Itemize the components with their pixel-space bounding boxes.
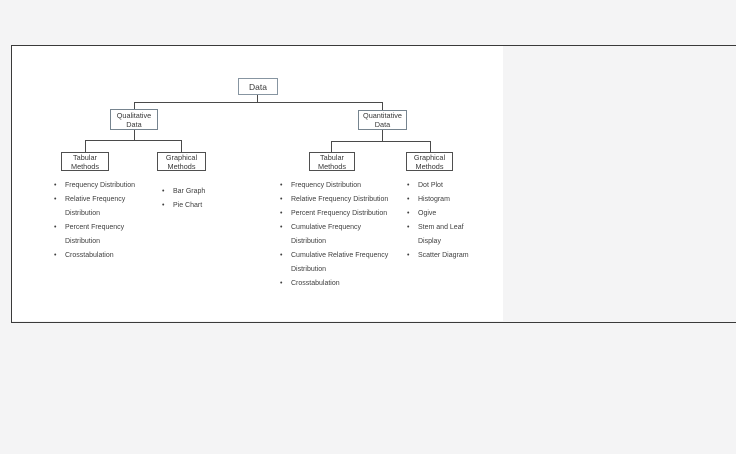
bullet-icon: • bbox=[54, 224, 57, 231]
node-graphical-methods-quantitative: Graphical Methods bbox=[406, 152, 453, 171]
list-item-label: Relative Frequency Distribution bbox=[65, 196, 126, 217]
connector-line bbox=[331, 141, 431, 142]
list-item-label: Frequency Distribution bbox=[65, 182, 136, 189]
connector-line bbox=[85, 140, 182, 141]
bullet-icon: • bbox=[407, 196, 410, 203]
bullet-icon: • bbox=[280, 182, 283, 189]
connector-line bbox=[134, 102, 135, 109]
list-item-label: Scatter Diagram bbox=[418, 252, 469, 259]
node-tabular-methods-quantitative-label: Tabular Methods bbox=[318, 152, 346, 171]
bullet-icon: • bbox=[54, 252, 57, 259]
list-item: • Ogive bbox=[407, 207, 475, 221]
bullet-icon: • bbox=[407, 182, 410, 189]
list-item: • Crosstabulation bbox=[280, 277, 396, 291]
list-item-label: Percent Frequency Distribution bbox=[291, 210, 388, 217]
node-tabular-methods-qualitative: Tabular Methods bbox=[61, 152, 109, 171]
list-item: • Bar Graph bbox=[162, 185, 233, 199]
bullet-icon: • bbox=[407, 224, 410, 231]
connector-line bbox=[134, 130, 135, 140]
list-item: • Relative Frequency Distribution bbox=[280, 193, 396, 207]
list-item: • Pie Chart bbox=[162, 199, 233, 213]
bullet-icon: • bbox=[280, 280, 283, 287]
list-item: • Relative Frequency Distribution bbox=[54, 193, 143, 221]
list-item: • Crosstabulation bbox=[54, 249, 143, 263]
node-qualitative-data: Qualitative Data bbox=[110, 109, 158, 130]
list-item: • Cumulative Relative Frequency Distribu… bbox=[280, 249, 396, 277]
list-item-label: Crosstabulation bbox=[65, 252, 114, 259]
connector-line bbox=[382, 102, 383, 110]
connector-line bbox=[134, 102, 383, 103]
list-item-label: Percent Frequency Distribution bbox=[65, 224, 125, 245]
list-item-label: Frequency Distribution bbox=[291, 182, 362, 189]
connector-line bbox=[181, 140, 182, 152]
list-item: • Scatter Diagram bbox=[407, 249, 475, 263]
bullet-icon: • bbox=[407, 210, 410, 217]
bullet-icon: • bbox=[162, 202, 165, 209]
connector-line bbox=[257, 95, 258, 102]
bullet-icon: • bbox=[54, 182, 57, 189]
node-tabular-methods-qualitative-label: Tabular Methods bbox=[71, 152, 99, 171]
list-item: • Percent Frequency Distribution bbox=[280, 207, 396, 221]
connector-line bbox=[85, 140, 86, 152]
list-item: • Dot Plot bbox=[407, 179, 475, 193]
list-quantitative-graphical: • Dot Plot • Histogram • Ogive • Stem an… bbox=[407, 179, 475, 263]
node-data-label: Data bbox=[249, 81, 267, 92]
bullet-icon: • bbox=[280, 224, 283, 231]
list-item: • Histogram bbox=[407, 193, 475, 207]
list-item-label: Dot Plot bbox=[418, 182, 443, 189]
slide: Data Qualitative Data Quantitative Data … bbox=[12, 46, 503, 321]
bullet-icon: • bbox=[280, 210, 283, 217]
bullet-icon: • bbox=[280, 196, 283, 203]
list-item-label: Cumulative Relative Frequency Distributi… bbox=[291, 252, 389, 273]
list-item-label: Cumulative Frequency Distribution bbox=[291, 224, 362, 245]
list-item-label: Pie Chart bbox=[173, 202, 203, 209]
list-quantitative-tabular: • Frequency Distribution • Relative Freq… bbox=[280, 179, 396, 291]
bullet-icon: • bbox=[162, 188, 165, 195]
bullet-icon: • bbox=[280, 252, 283, 259]
list-item-label: Histogram bbox=[418, 196, 450, 203]
presentation-canvas: Data Qualitative Data Quantitative Data … bbox=[11, 45, 736, 323]
list-item-label: Stem and Leaf Display bbox=[418, 224, 464, 245]
bullet-icon: • bbox=[54, 196, 57, 203]
node-data: Data bbox=[238, 78, 278, 95]
list-item: • Percent Frequency Distribution bbox=[54, 221, 143, 249]
list-qualitative-tabular: • Frequency Distribution • Relative Freq… bbox=[54, 179, 143, 263]
connector-line bbox=[382, 130, 383, 141]
connector-line bbox=[331, 141, 332, 152]
connector-line bbox=[430, 141, 431, 152]
node-quantitative-data: Quantitative Data bbox=[358, 110, 407, 130]
list-item-label: Relative Frequency Distribution bbox=[291, 196, 389, 203]
node-graphical-methods-qualitative: Graphical Methods bbox=[157, 152, 206, 171]
node-qualitative-data-label: Qualitative Data bbox=[116, 110, 152, 129]
list-item-label: Crosstabulation bbox=[291, 280, 340, 287]
list-item-label: Bar Graph bbox=[173, 188, 206, 195]
node-tabular-methods-quantitative: Tabular Methods bbox=[309, 152, 355, 171]
node-graphical-methods-quantitative-label: Graphical Methods bbox=[413, 152, 446, 171]
bullet-icon: • bbox=[407, 252, 410, 259]
list-item: • Cumulative Frequency Distribution bbox=[280, 221, 396, 249]
list-qualitative-graphical: • Bar Graph • Pie Chart bbox=[162, 185, 233, 213]
list-item: • Frequency Distribution bbox=[54, 179, 143, 193]
list-item: • Stem and Leaf Display bbox=[407, 221, 475, 249]
list-item-label: Ogive bbox=[418, 210, 437, 217]
node-graphical-methods-qualitative-label: Graphical Methods bbox=[165, 152, 198, 171]
list-item: • Frequency Distribution bbox=[280, 179, 396, 193]
node-quantitative-data-label: Quantitative Data bbox=[363, 111, 402, 129]
